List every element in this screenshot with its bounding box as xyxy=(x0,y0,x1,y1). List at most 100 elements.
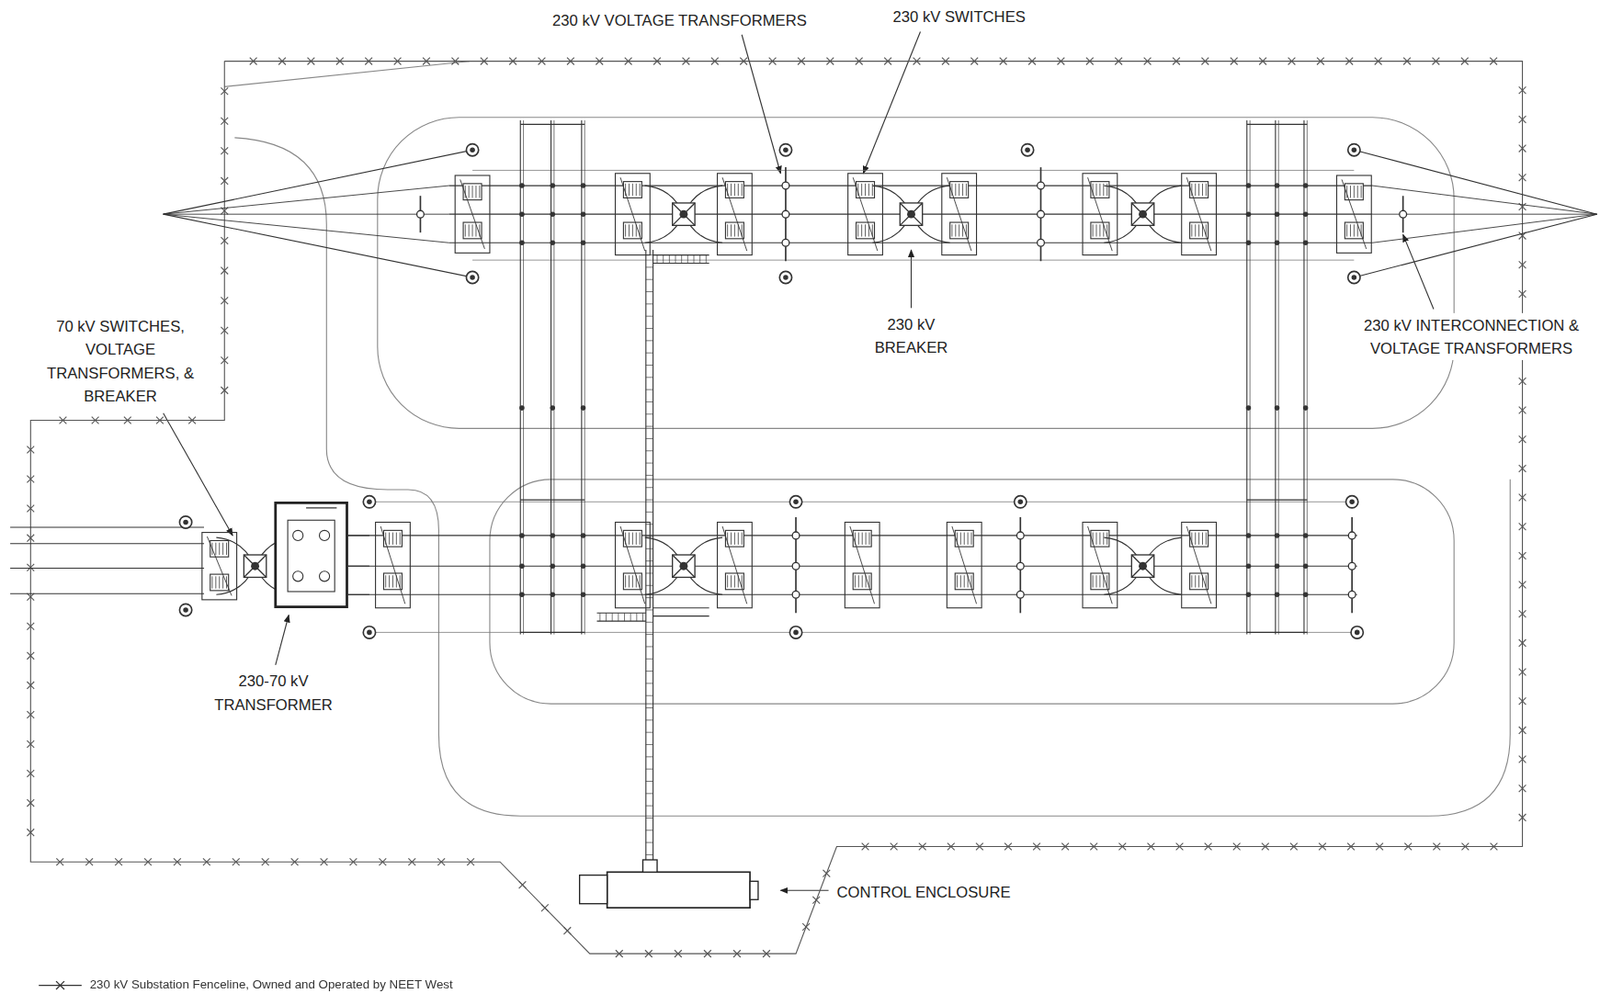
switch-blade xyxy=(210,540,229,557)
fence-mark xyxy=(1288,57,1296,66)
fence-mark xyxy=(1259,57,1267,66)
cable-tray-tick xyxy=(669,255,670,264)
fence-mark xyxy=(1519,522,1527,531)
fence-mark xyxy=(232,858,240,866)
switch-arm xyxy=(1088,177,1113,251)
fence-mark xyxy=(703,950,712,958)
bus-insulator xyxy=(549,239,556,246)
fence-mark xyxy=(674,950,682,958)
conduit-tick xyxy=(646,523,654,525)
switch-hatch xyxy=(741,183,743,196)
switch-blade xyxy=(954,573,974,591)
fence-mark xyxy=(466,858,475,866)
fence-mark xyxy=(156,417,164,425)
control-enclosure xyxy=(607,872,750,908)
cable-tray-tick xyxy=(612,612,613,622)
fence-mark xyxy=(1519,814,1527,822)
fence-mark xyxy=(408,858,416,866)
fence-mark xyxy=(913,57,921,66)
switch-hatch xyxy=(958,183,960,196)
conduit xyxy=(652,249,654,870)
conduit-tick xyxy=(646,572,654,574)
cable-tray-tick xyxy=(705,255,707,264)
fence-mark xyxy=(1403,57,1411,66)
switch-blade xyxy=(852,573,872,591)
switch-hatch xyxy=(388,533,390,545)
fence-mark xyxy=(645,950,653,958)
fence-mark xyxy=(220,386,228,395)
switch-blade xyxy=(856,222,875,239)
fence-mark xyxy=(1519,260,1527,269)
breaker-core xyxy=(1138,562,1147,571)
switch-hatch xyxy=(468,185,470,198)
breaker-core xyxy=(679,562,688,571)
access-roads xyxy=(224,61,1510,818)
switch-hatch xyxy=(737,183,739,196)
bus-insulator xyxy=(549,533,556,539)
fence-mark xyxy=(59,417,68,425)
fence-mark xyxy=(320,858,329,866)
fence-mark xyxy=(1345,57,1353,66)
conduit-tick xyxy=(646,707,654,709)
bus-column xyxy=(1249,120,1251,636)
switch-hatch xyxy=(1205,183,1207,196)
conduit-tick xyxy=(646,328,654,330)
bus-insulator xyxy=(519,182,525,189)
fence-mark xyxy=(1519,726,1527,735)
conduit-tick xyxy=(646,817,654,819)
bus-insulator xyxy=(1246,239,1252,246)
fence-mark xyxy=(114,858,123,866)
structure-post-core xyxy=(793,630,799,636)
fence-mark xyxy=(220,356,228,364)
fence-mark xyxy=(1462,843,1470,852)
bus-insulator xyxy=(1303,592,1309,599)
fence-mark xyxy=(26,505,35,513)
switch-hatch xyxy=(1198,183,1200,196)
leader-line xyxy=(163,413,234,536)
structure-post xyxy=(1348,271,1361,284)
fence-mark xyxy=(1259,57,1267,66)
switch-frame xyxy=(848,173,884,256)
fence-mark xyxy=(541,904,549,912)
bus-conductor xyxy=(347,566,1358,568)
conduit-tick xyxy=(646,597,654,599)
voltage-transformer xyxy=(792,532,800,540)
fence-mark xyxy=(1144,57,1152,66)
shield-wire xyxy=(472,170,1354,171)
fence-mark xyxy=(1519,115,1527,124)
fence-mark xyxy=(1201,57,1209,66)
breaker-mark xyxy=(243,555,266,578)
bus-crossbar xyxy=(520,632,585,634)
fence-mark xyxy=(890,843,898,852)
switch-frame xyxy=(844,521,880,608)
fence-mark xyxy=(1147,843,1156,852)
fence-mark xyxy=(970,57,978,66)
fence-mark xyxy=(1032,843,1041,852)
fence-mark xyxy=(1290,843,1298,852)
fence-mark xyxy=(919,843,927,852)
switch-hatch xyxy=(639,183,641,196)
switch-hatch xyxy=(399,533,401,545)
bus-column xyxy=(522,120,524,636)
fence-mark xyxy=(1318,843,1327,852)
fence-mark xyxy=(26,652,35,660)
fence-mark xyxy=(1519,610,1527,618)
breaker-mark xyxy=(899,203,922,226)
structure-post xyxy=(779,271,792,284)
fence-mark xyxy=(232,858,240,866)
structure-post xyxy=(465,271,478,284)
line-entry xyxy=(163,149,473,215)
fence-mark xyxy=(733,950,741,958)
fence-mark xyxy=(1519,494,1527,502)
line-entry xyxy=(1353,214,1597,278)
shield-wire xyxy=(472,260,1354,261)
fence-mark xyxy=(1519,581,1527,590)
switch-arm xyxy=(952,526,977,604)
fence-mark xyxy=(291,858,299,866)
bus-conductor xyxy=(449,185,1374,187)
switch-hatch xyxy=(1099,533,1101,545)
callout-label: 230-70 kV TRANSFORMER xyxy=(206,669,340,716)
cable-tray-tick xyxy=(605,612,607,622)
switch-arm xyxy=(1341,179,1367,250)
conduit-tick xyxy=(646,682,654,684)
